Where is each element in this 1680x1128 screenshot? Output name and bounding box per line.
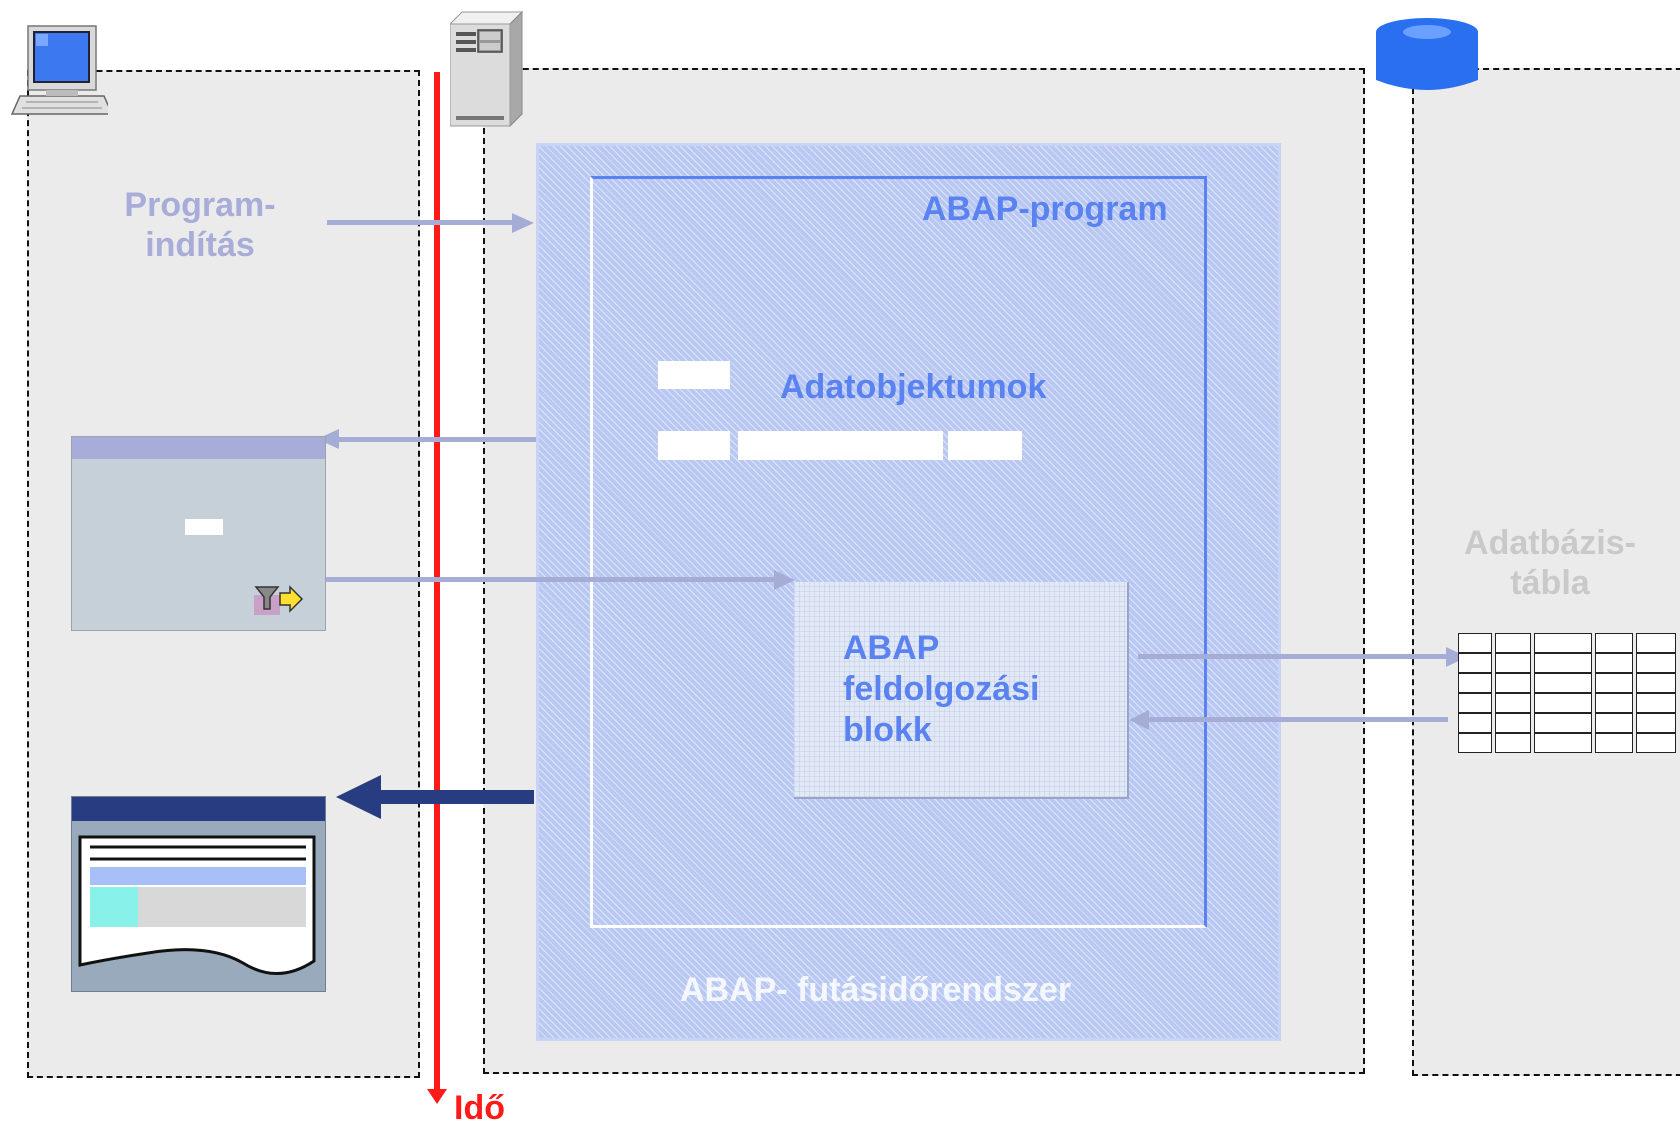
data-object-box bbox=[658, 361, 730, 389]
program-start-line2: indítás bbox=[145, 226, 255, 264]
runtime-system-label: ABAP- futásidőrendszer bbox=[680, 971, 1072, 1009]
time-axis bbox=[434, 72, 440, 1092]
data-object-box bbox=[738, 431, 943, 460]
program-start-line1: Program- bbox=[124, 186, 276, 224]
window-titlebar bbox=[72, 437, 325, 459]
server-tower-icon bbox=[450, 10, 524, 128]
screen-output-arrowhead bbox=[317, 429, 339, 449]
db-return-arrowhead bbox=[1129, 710, 1149, 730]
program-start-arrow bbox=[327, 220, 517, 225]
db-table-line1: Adatbázis- bbox=[1464, 524, 1636, 562]
db-read-arrowhead bbox=[1446, 647, 1467, 667]
list-output-arrowhead bbox=[336, 775, 381, 819]
user-action-arrow bbox=[313, 577, 778, 582]
db-read-arrow bbox=[1138, 654, 1450, 659]
processing-block-line3: blokk bbox=[843, 711, 932, 749]
abap-program-label: ABAP-program bbox=[922, 190, 1168, 228]
data-object-box bbox=[948, 431, 1022, 460]
window-titlebar bbox=[72, 797, 325, 821]
list-output-window bbox=[71, 796, 326, 992]
filter-execute-icon bbox=[254, 585, 304, 615]
program-start-arrowhead bbox=[512, 213, 534, 233]
user-action-arrowhead bbox=[774, 570, 795, 590]
program-start-label: Program- indítás bbox=[120, 185, 280, 265]
input-field bbox=[185, 519, 223, 535]
database-table-grid bbox=[1458, 633, 1678, 757]
desktop-computer-icon bbox=[10, 25, 108, 115]
data-object-box bbox=[658, 431, 730, 460]
processing-block bbox=[794, 582, 1129, 799]
db-table-label: Adatbázis- tábla bbox=[1450, 523, 1650, 603]
list-document-icon bbox=[78, 835, 316, 975]
abap-program-box bbox=[590, 176, 1207, 928]
selection-screen-window bbox=[71, 436, 326, 631]
screen-output-arrow bbox=[336, 437, 536, 442]
time-label: Idő bbox=[454, 1089, 505, 1127]
database-zone bbox=[1412, 68, 1680, 1076]
time-arrowhead bbox=[427, 1089, 447, 1104]
processing-block-line2: feldolgozási bbox=[843, 670, 1040, 708]
list-output-arrow bbox=[378, 790, 534, 804]
data-objects-label: Adatobjektumok bbox=[780, 368, 1047, 406]
db-table-line2: tábla bbox=[1510, 564, 1590, 602]
database-cylinder-icon bbox=[1376, 18, 1478, 90]
processing-block-line1: ABAP bbox=[843, 629, 940, 667]
processing-block-label: ABAP feldolgozási blokk bbox=[843, 628, 1039, 751]
db-return-arrow bbox=[1146, 717, 1448, 722]
